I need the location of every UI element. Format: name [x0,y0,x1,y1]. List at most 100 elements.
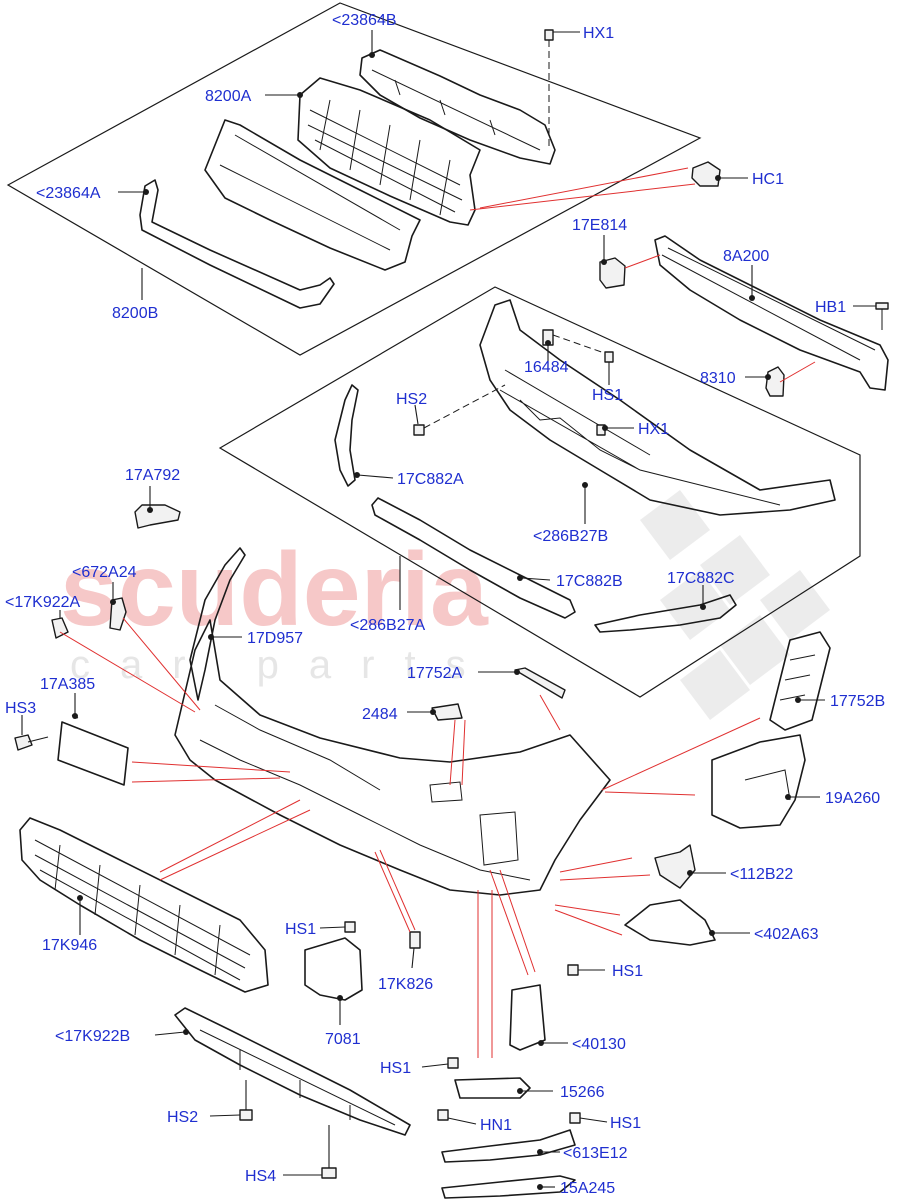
label-8310: 8310 [700,370,736,387]
17752b-bracket [769,631,831,731]
label-8200b: 8200B [112,305,158,322]
16484-clip [542,329,611,356]
grille-surround [204,119,421,271]
label-23864b: <23864B [332,12,397,29]
hs1-screw-a [344,921,356,933]
17d957-strip [189,547,246,701]
286b27b-absorber [479,299,836,516]
2484-cover [431,703,463,721]
15266-bracket [454,1077,531,1099]
label-hx1-top: HX1 [583,25,614,42]
label-15a245: 15A245 [560,1180,615,1197]
label-17c882a: 17C882A [397,471,464,488]
hs1-screw-c [447,1057,459,1069]
grille-side-trim [139,179,335,309]
beam-group-box [218,286,861,698]
label-8200a: 8200A [205,88,252,105]
red-location-lines [59,167,816,1058]
label-15266: 15266 [560,1084,605,1101]
label-hs1-d: HS1 [610,1115,641,1132]
hs1-screw-d [569,1112,581,1124]
hs2-screw-mid [413,384,506,436]
label-286b27b: <286B27B [533,528,608,545]
112b22-bracket [654,844,696,889]
label-8a200: 8A200 [723,248,769,265]
hs1-screw-mid [604,351,614,363]
label-17e814: 17E814 [572,217,627,234]
17a792-bracket [134,504,181,529]
hs3-bolt [14,734,49,751]
label-17a792: 17A792 [125,467,180,484]
label-17c882b: 17C882B [556,573,623,590]
17e814-bracket [599,257,626,289]
hs1-screw-b [567,964,579,976]
label-hb1: HB1 [815,299,846,316]
hs4-screw [321,1167,337,1179]
label-hs2-mid: HS2 [396,391,427,408]
label-613e12: <613E12 [563,1145,628,1162]
label-17c882c: 17C882C [667,570,735,587]
label-17752b: 17752B [830,693,885,710]
label-hx1-mid: HX1 [638,421,669,438]
label-402a63: <402A63 [754,926,819,943]
label-17k922b: <17K922B [55,1028,130,1045]
17k826-clip [409,931,421,949]
17752a-bracket [514,667,566,699]
17k922b-undertray [174,1007,411,1136]
hb1-bolt [875,302,889,330]
grille-group-box [6,2,702,356]
17k946-lower-grille [19,817,269,993]
hn1-nut [437,1109,449,1121]
label-17a385: 17A385 [40,676,95,693]
hc1-clip [691,161,721,187]
label-17d957: 17D957 [247,630,303,647]
label-hs1-a: HS1 [285,921,316,938]
part-labels: HX1 <23864B 8200A HC1 <23864A 17E814 8A2… [5,12,885,1197]
8a200-beam [654,235,889,391]
hs2-screw-low [239,1109,253,1121]
19a260-panel [711,734,806,829]
upper-grille-bracket [359,49,556,165]
leader-lines [21,30,876,1190]
hx1-screw-top [544,29,554,150]
label-hs4: HS4 [245,1168,276,1185]
label-17k922a: <17K922A [5,594,81,611]
17a385-plate [57,714,129,786]
7081-bracket [304,937,363,1001]
613e12-trim [441,1129,576,1163]
label-40130: <40130 [572,1036,626,1053]
label-17k946: 17K946 [42,937,97,954]
8310-bracket [765,366,785,397]
label-hn1: HN1 [480,1117,512,1134]
label-16484: 16484 [524,359,569,376]
17c882c-trim [594,594,737,633]
watermark-subtitle: car parts [70,643,496,687]
40130-cover [509,984,546,1051]
label-2484: 2484 [362,706,398,723]
watermark: scuderia car parts [60,490,830,720]
label-17k826: 17K826 [378,976,433,993]
17c882b-strip [371,497,576,619]
label-hs3: HS3 [5,700,36,717]
17k922a-bracket [51,617,69,639]
label-112b22: <112B22 [730,866,793,883]
label-hc1: HC1 [752,171,784,188]
672a24-clip [109,597,127,631]
17c882a-trim [334,384,359,487]
label-19a260: 19A260 [825,790,880,807]
main-grille-mesh [297,77,481,226]
label-672a24: <672A24 [72,564,137,581]
label-hs2-low: HS2 [167,1109,198,1126]
label-286b27a: <286B27A [350,617,426,634]
15a245-trim [441,1175,576,1199]
label-hs1-mid: HS1 [592,387,623,404]
label-23864a: <23864A [36,185,101,202]
label-17752a: 17752A [407,665,462,682]
label-7081: 7081 [325,1031,361,1048]
checkered-flag-icon [640,490,830,720]
label-hs1-b: HS1 [612,963,643,980]
label-hs1-c: HS1 [380,1060,411,1077]
402a63-bracket [624,899,716,946]
